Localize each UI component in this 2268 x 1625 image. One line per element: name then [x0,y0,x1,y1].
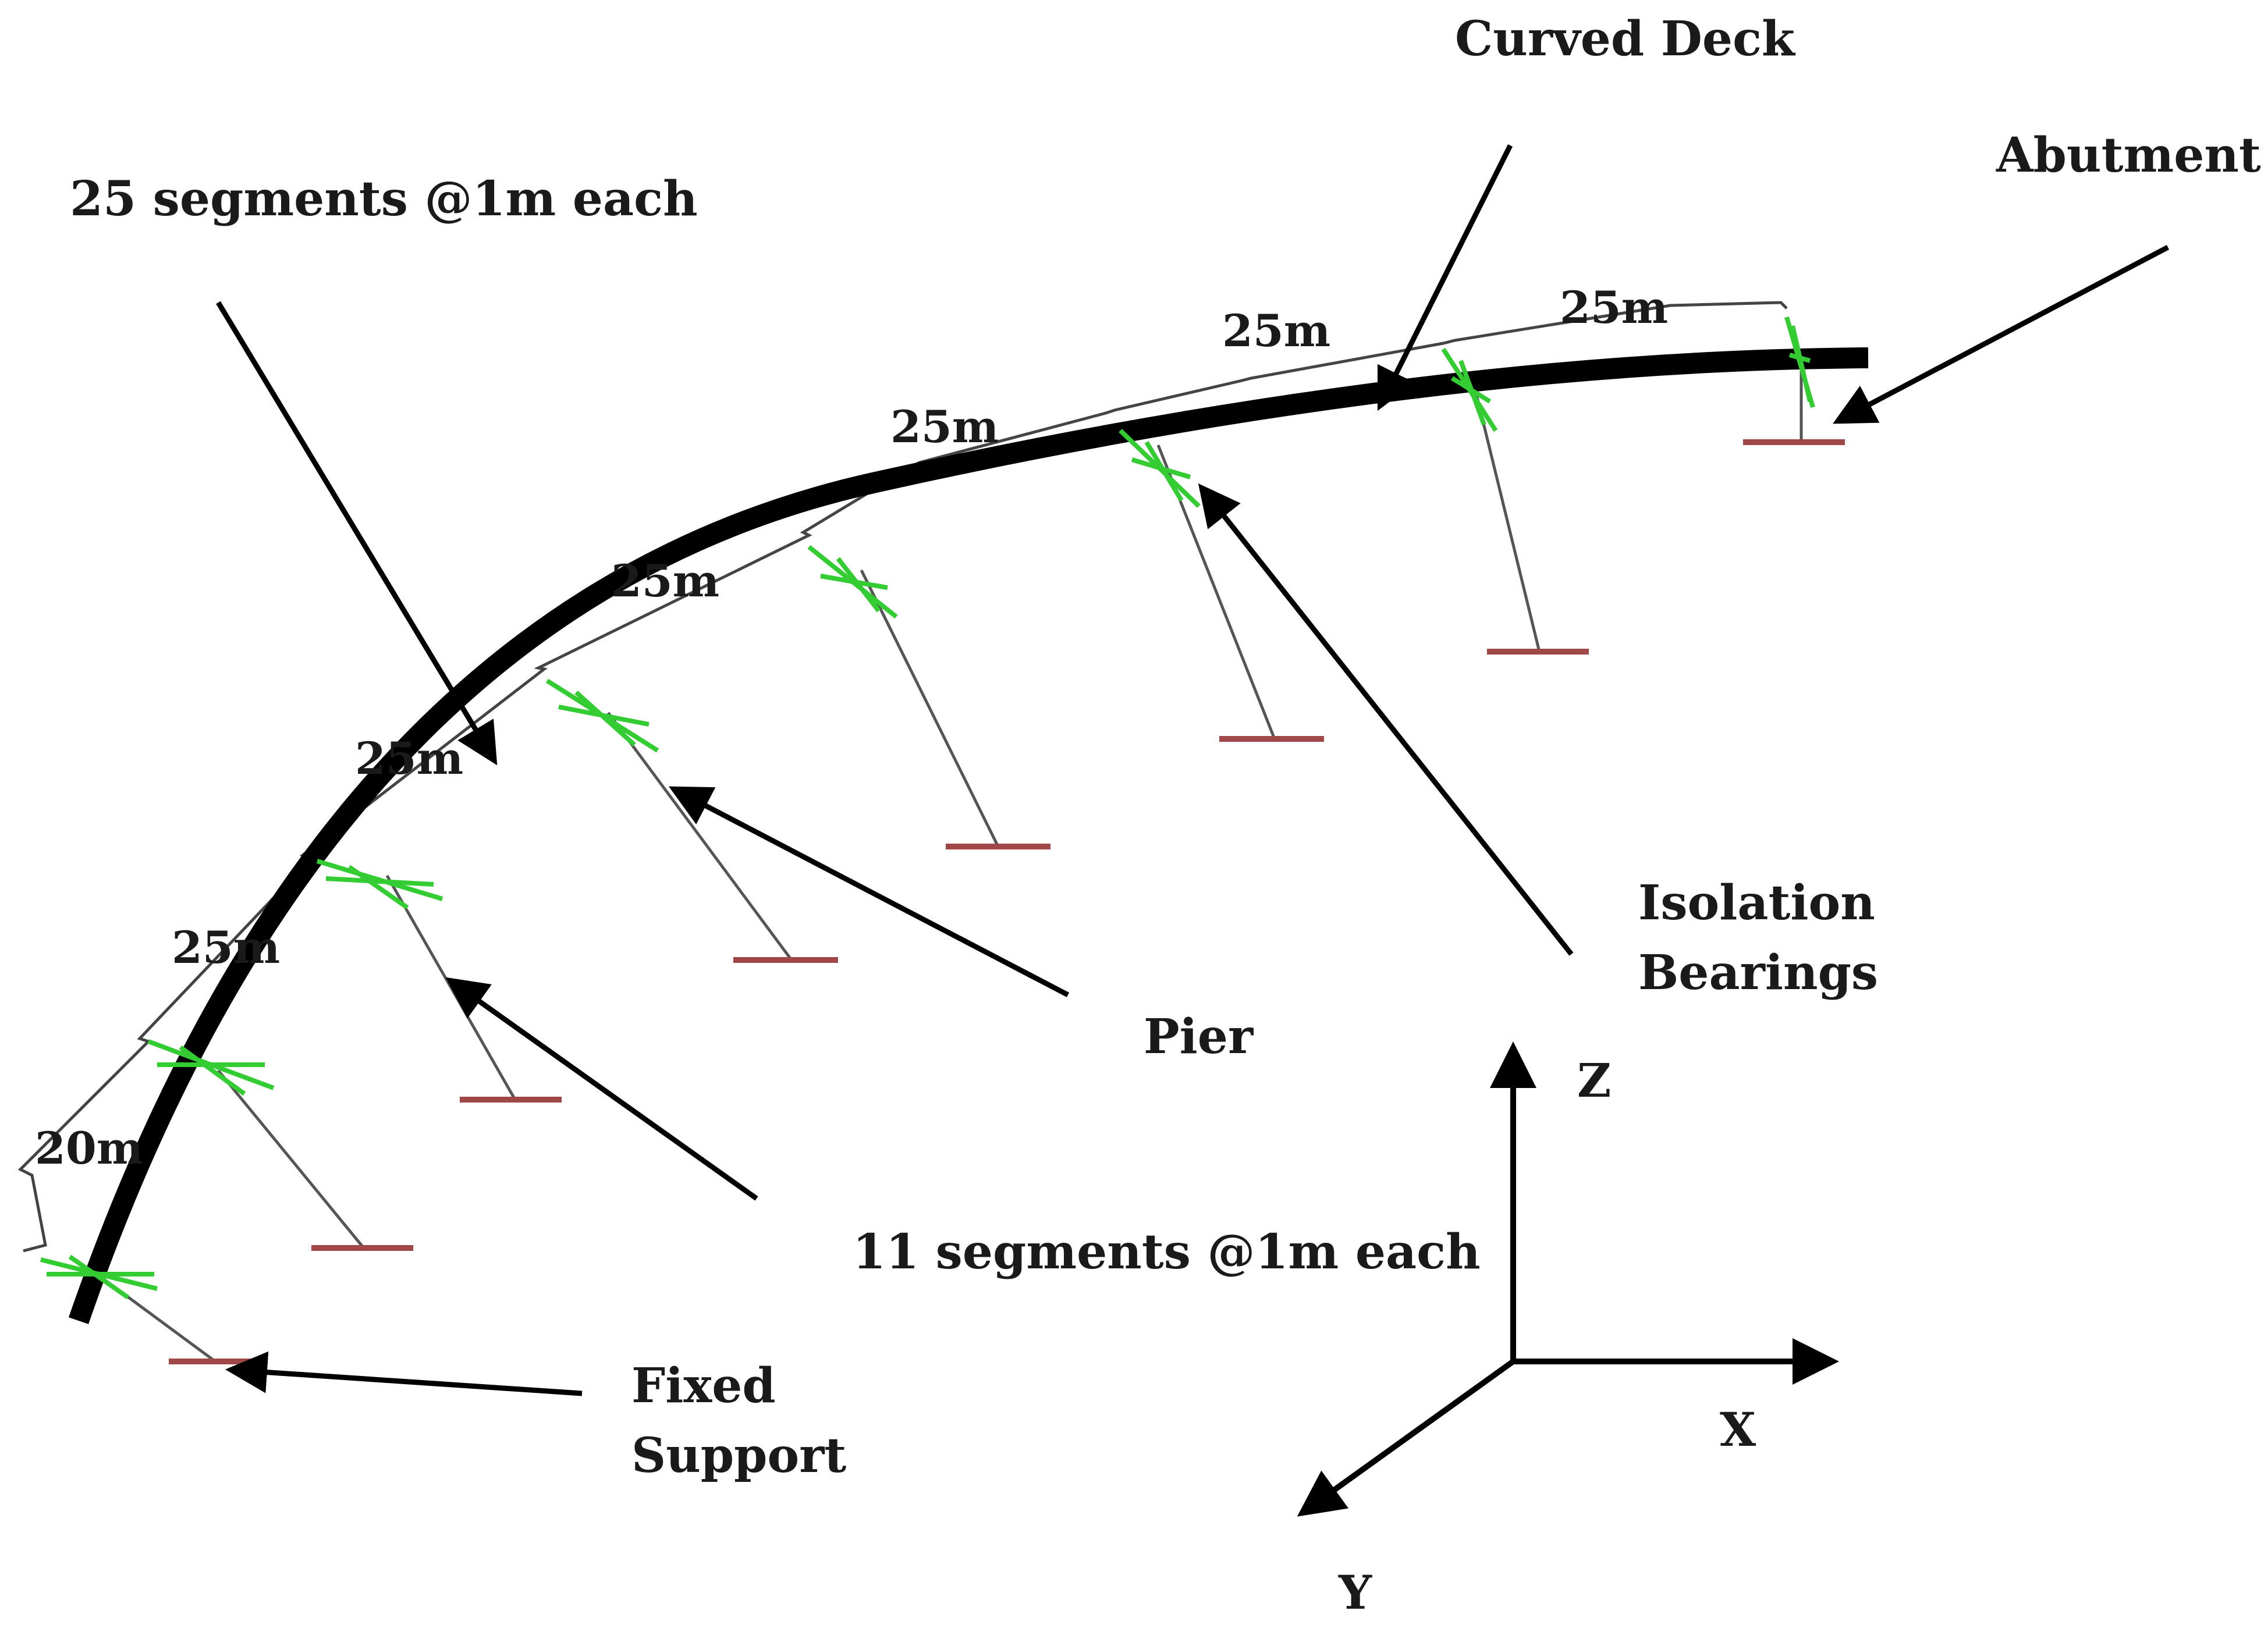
abutment-arrow [1833,245,2170,424]
segments-11-arrow [445,977,758,1201]
isolation-bearings [40,316,1815,1300]
piers [92,349,1803,1363]
segments-25-arrow [216,301,498,766]
x-axis-label: X [1720,1402,1756,1457]
span-label: 25m [890,401,999,453]
isolation-bearing [316,859,443,910]
isolation-bearing [147,1039,275,1096]
fixed-support-label-line2: Support [631,1428,846,1484]
isolation-bearing [1784,316,1815,408]
isolation-bearing [40,1254,158,1300]
segments-11-label: 11 segments @1m each [853,1224,1481,1280]
isolation-bearing [807,545,898,619]
span-label: 20m [35,1122,143,1174]
isolation-bearing [545,678,659,753]
curved-deck-arrow [1377,144,1513,411]
annotation-arrows [216,144,2170,1396]
fixed-support-label-line1: Fixed [631,1358,776,1414]
span-label: 25m [355,733,463,784]
span-label: 25m [1222,305,1330,357]
segments-25-label: 25 segments @1m each [70,171,698,227]
span-label: 25m [172,922,280,973]
isolation-bearings-label-line1: Isolation [1638,875,1875,931]
span-dimension-line [17,301,1788,1253]
pier-label: Pier [1144,1009,1254,1065]
span-label: 25m [1560,282,1668,333]
isolation-bearings-arrow [1198,483,1574,956]
y-axis [1297,1359,1515,1517]
isolation-bearings-label-line2: Bearings [1638,945,1878,1001]
z-axis-label: Z [1577,1053,1611,1108]
coordinate-axes [1297,1041,1839,1517]
fixed-support-arrow [225,1351,583,1396]
pier [217,1069,365,1249]
isolation-bearing [1441,347,1498,432]
isolation-bearing [1119,429,1201,508]
pier [860,569,1000,848]
pier [606,712,793,961]
pier-arrow [669,786,1070,997]
curved-deck-label: Curved Deck [1455,11,1796,67]
fixed-supports [169,439,1845,1364]
curved-deck [68,347,1869,1324]
y-axis-label: Y [1338,1565,1372,1620]
abutment-label: Abutment [1996,127,2261,183]
span-label: 25m [611,555,719,607]
